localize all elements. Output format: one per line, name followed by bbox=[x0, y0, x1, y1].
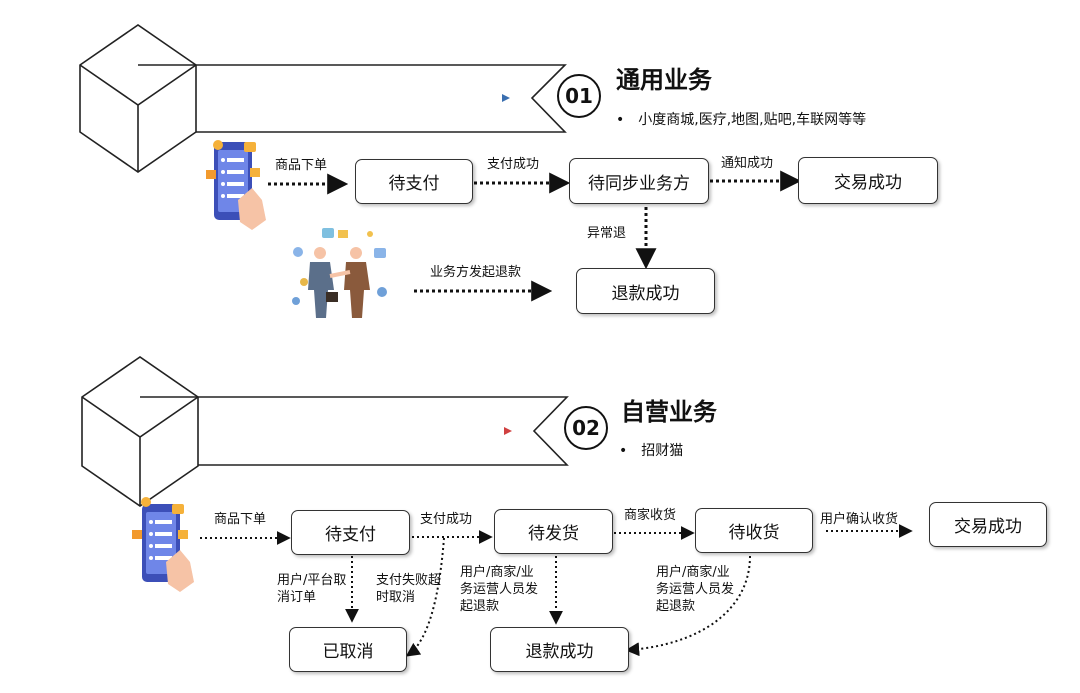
banner-2 bbox=[140, 396, 569, 466]
label-biz-refund-1: 业务方发起退款 bbox=[430, 265, 522, 280]
section-bullet-1: •小度商城,医疗,地图,贴吧,车联网等等 bbox=[616, 112, 867, 128]
node-pending-pay-1: 待支付 bbox=[355, 159, 473, 204]
label-order-2: 商品下单 bbox=[214, 512, 267, 527]
node-pending-ship-2: 待发货 bbox=[494, 509, 613, 554]
node-refund-success-1: 退款成功 bbox=[576, 268, 715, 314]
phone-illustration-2 bbox=[132, 497, 194, 592]
section-bullet-text-2: 招财猫 bbox=[641, 443, 684, 459]
handshake-illustration bbox=[292, 228, 387, 318]
node-cancelled-2: 已取消 bbox=[289, 627, 407, 672]
label-notified-1: 通知成功 bbox=[721, 156, 774, 171]
label-user-cancel-2: 用户/平台取消订单 bbox=[277, 573, 347, 605]
node-pending-sync-1: 待同步业务方 bbox=[569, 158, 709, 204]
node-trade-success-2: 交易成功 bbox=[929, 502, 1047, 547]
edge-pay-fail-2 bbox=[405, 537, 445, 657]
node-pending-receive-2: 待收货 bbox=[695, 508, 813, 553]
banner-marker-1 bbox=[502, 94, 510, 102]
section-title-1: 通用业务 bbox=[616, 66, 712, 94]
cube-decoration-2 bbox=[81, 356, 199, 507]
section-bullet-text-1: 小度商城,医疗,地图,贴吧,车联网等等 bbox=[638, 112, 867, 128]
label-abnormal-refund-1: 异常退 bbox=[587, 226, 627, 241]
section-bullet-2: •招财猫 bbox=[619, 443, 684, 459]
node-pending-pay-2: 待支付 bbox=[291, 510, 410, 555]
phone-illustration-1 bbox=[206, 140, 266, 230]
label-refund-receive-2: 用户/商家/业务运营人员发起退款 bbox=[656, 565, 735, 614]
section-number-2: 02 bbox=[572, 416, 600, 440]
label-paid-2: 支付成功 bbox=[420, 512, 473, 527]
label-paid-1: 支付成功 bbox=[487, 157, 540, 172]
node-refund-success-2: 退款成功 bbox=[490, 627, 629, 672]
cube-decoration-1 bbox=[79, 24, 197, 173]
banner-1 bbox=[138, 64, 567, 133]
label-order-1: 商品下单 bbox=[275, 158, 328, 173]
banner-marker-2 bbox=[504, 427, 512, 435]
section-number-badge-1: 01 bbox=[557, 74, 601, 118]
label-user-confirm-2: 用户确认收货 bbox=[820, 512, 899, 527]
label-merchant-receive-2: 商家收货 bbox=[624, 508, 677, 523]
section-number-1: 01 bbox=[565, 84, 593, 108]
node-trade-success-1: 交易成功 bbox=[798, 157, 938, 204]
edge-refund-receive-2 bbox=[625, 555, 751, 657]
arrows-section-2 bbox=[200, 524, 913, 657]
arrows-section-1 bbox=[268, 170, 802, 302]
section-title-2: 自营业务 bbox=[621, 398, 717, 426]
label-refund-ship-2: 用户/商家/业务运营人员发起退款 bbox=[460, 565, 539, 614]
section-number-badge-2: 02 bbox=[564, 406, 608, 450]
label-pay-fail-2: 支付失败超时取消 bbox=[376, 573, 442, 605]
